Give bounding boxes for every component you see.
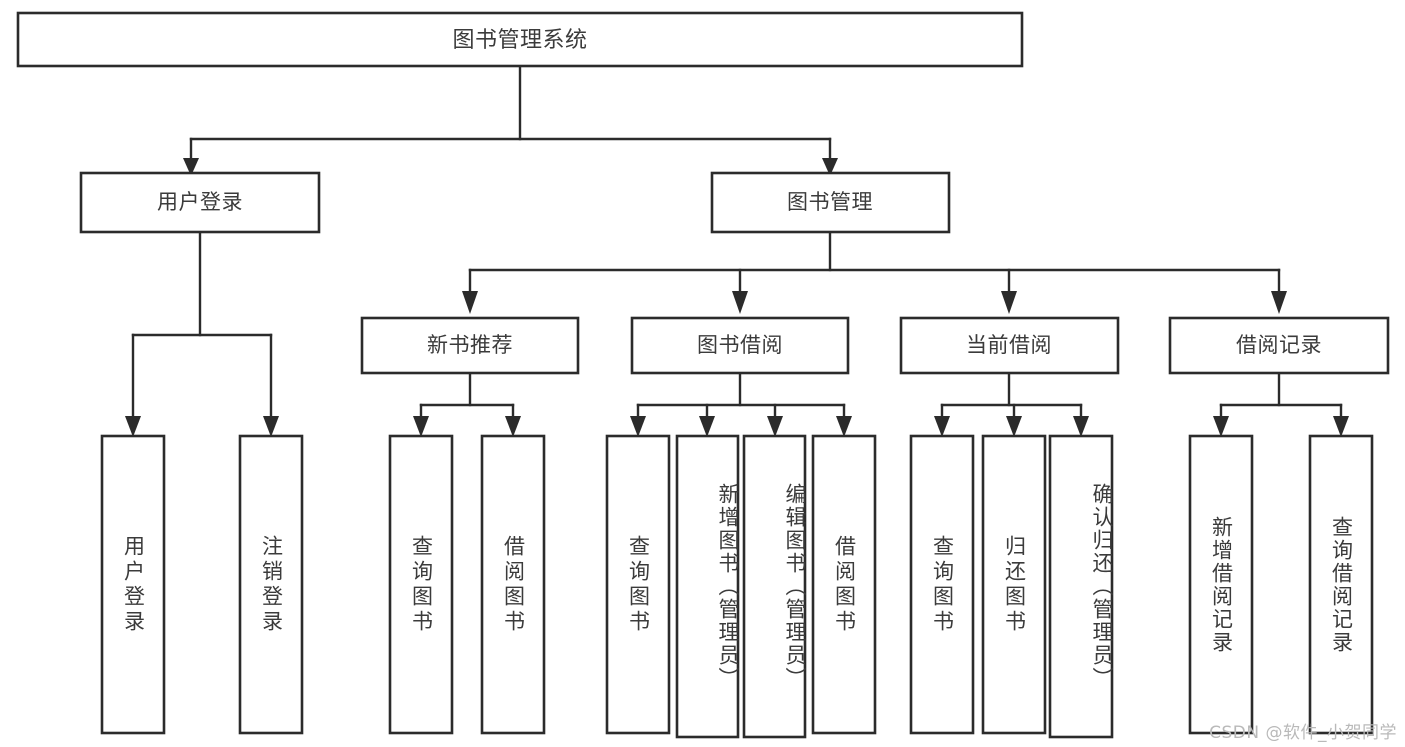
node-current-borrow-label: 当前借阅 <box>966 333 1052 357</box>
node-user-login-label: 用户登录 <box>157 190 243 214</box>
node-root-box <box>16 11 1024 68</box>
leaf-box-query-record[interactable] <box>1308 434 1374 735</box>
node-new-book-recommend-box <box>360 316 580 375</box>
node-borrow-record[interactable]: 借阅记录 <box>1168 316 1390 375</box>
arrow-head-leaf-user-login <box>125 416 141 437</box>
arrow-head-leaf-return-book <box>1006 416 1022 437</box>
arrow-head-leaf-edit-book <box>767 416 783 437</box>
arrow-head-leaf-query-book-3 <box>934 416 950 437</box>
arrow-head-leaf-borrow-book-1 <box>505 416 521 437</box>
node-new-book-recommend[interactable]: 新书推荐 <box>360 316 580 375</box>
node-book-borrow-box <box>630 316 850 375</box>
leaf-box-edit-book[interactable] <box>742 434 807 739</box>
node-new-book-recommend-label: 新书推荐 <box>427 333 513 357</box>
arrow-head-leaf-query-book-1 <box>413 416 429 437</box>
node-book-borrow[interactable]: 图书借阅 <box>630 316 850 375</box>
arrow-head-leaf-logout <box>263 416 279 437</box>
leaf-box-return-book[interactable] <box>981 434 1047 735</box>
node-borrow-record-label: 借阅记录 <box>1236 333 1322 357</box>
arrow-head-leaf-add-book <box>699 416 715 437</box>
leaf-box-logout[interactable] <box>238 434 304 735</box>
arrow-head-current-borrow <box>1001 291 1017 314</box>
leaf-box-user-login[interactable] <box>100 434 166 735</box>
arrow-head-leaf-query-record <box>1333 416 1349 437</box>
node-book-manage-label: 图书管理 <box>787 190 873 214</box>
arrow-head-book-manage <box>822 158 838 176</box>
leaf-box-add-record[interactable] <box>1188 434 1254 735</box>
node-borrow-record-box <box>1168 316 1390 375</box>
leaf-box-borrow-book-2[interactable] <box>811 434 877 735</box>
leaf-box-query-book-1[interactable] <box>388 434 454 735</box>
node-current-borrow[interactable]: 当前借阅 <box>899 316 1120 375</box>
node-book-borrow-label: 图书借阅 <box>697 333 783 357</box>
csdn-watermark: CSDN @软件_小贺同学 <box>1209 723 1397 743</box>
arrow-head-leaf-borrow-book-2 <box>836 416 852 437</box>
leaf-box-borrow-book-1[interactable] <box>480 434 546 735</box>
leaf-box-query-book-3[interactable] <box>909 434 975 735</box>
arrow-head-leaf-confirm-return <box>1073 416 1089 437</box>
arrow-head-new-book <box>462 291 478 314</box>
arrow-head-leaf-query-book-2 <box>630 416 646 437</box>
arrow-head-leaf-add-record <box>1213 416 1229 437</box>
leaf-box-group <box>100 434 1374 739</box>
arrow-head-borrow-book <box>732 291 748 314</box>
leaf-box-confirm-return[interactable] <box>1048 434 1114 739</box>
leaf-box-add-book[interactable] <box>675 434 740 739</box>
node-root-label: 图书管理系统 <box>452 28 587 53</box>
arrow-head-user-login <box>183 158 199 176</box>
arrow-head-borrow-record <box>1271 291 1287 314</box>
leaf-box-query-book-2[interactable] <box>605 434 671 735</box>
connector-group <box>125 64 1349 437</box>
node-book-manage[interactable]: 图书管理 <box>710 171 951 234</box>
node-root-system[interactable]: 图书管理系统 <box>16 11 1024 68</box>
node-user-login[interactable]: 用户登录 <box>79 171 321 234</box>
node-book-manage-box <box>710 171 951 234</box>
node-user-login-box <box>79 171 321 234</box>
node-current-borrow-box <box>899 316 1120 375</box>
